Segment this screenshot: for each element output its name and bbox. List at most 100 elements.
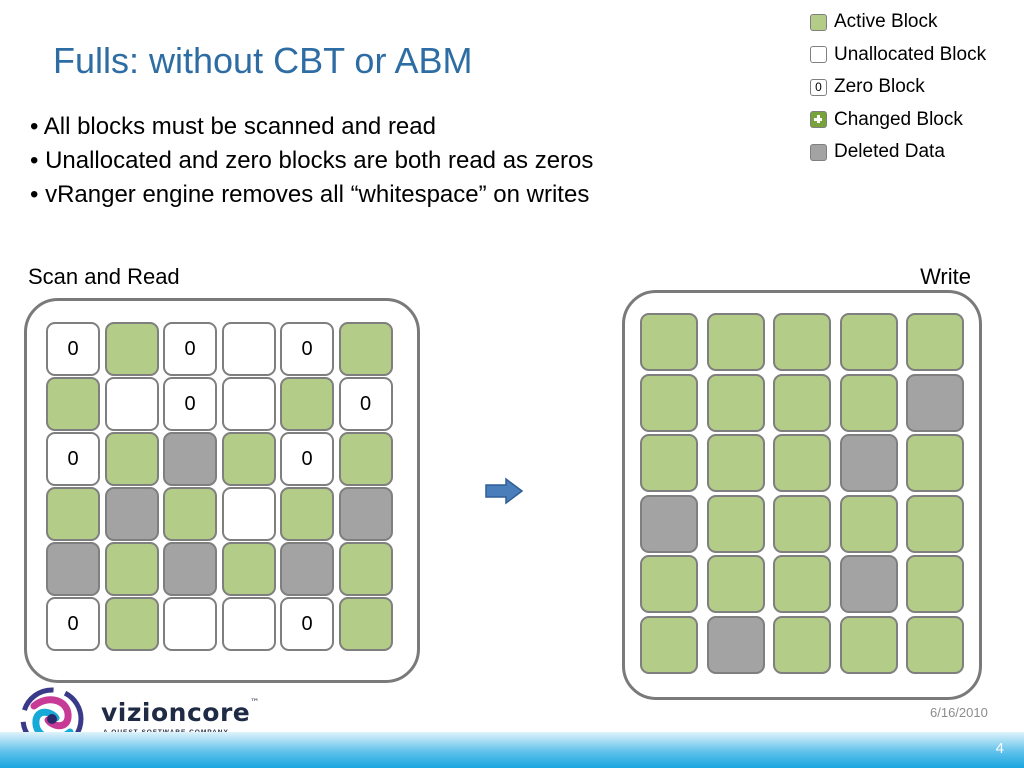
active-block bbox=[280, 377, 334, 431]
unallocated-block bbox=[221, 322, 276, 376]
deleted-block bbox=[280, 542, 334, 596]
active-block bbox=[706, 494, 765, 553]
active-block bbox=[906, 555, 964, 613]
company-name: vizioncore™ bbox=[101, 698, 260, 727]
zero-label: 0 bbox=[184, 392, 196, 415]
zero-label: 0 bbox=[184, 337, 196, 360]
active-block bbox=[706, 313, 765, 371]
zero-block: 0 bbox=[46, 597, 100, 651]
active-block bbox=[773, 615, 831, 674]
zero-label: 0 bbox=[301, 612, 313, 635]
deleted-block bbox=[906, 373, 964, 432]
write-panel bbox=[622, 290, 982, 700]
legend-label: Unallocated Block bbox=[834, 43, 987, 65]
footer-bar: 4 bbox=[0, 732, 1024, 768]
unallocated-block bbox=[104, 377, 159, 431]
active-block bbox=[906, 494, 964, 553]
active-block bbox=[906, 434, 964, 492]
zero-block: 0 bbox=[280, 597, 334, 651]
active-block bbox=[839, 494, 898, 553]
active-block bbox=[221, 542, 276, 596]
legend-item-active: Active Block bbox=[810, 6, 986, 39]
active-block bbox=[839, 313, 898, 371]
deleted-block bbox=[338, 487, 393, 541]
active-block bbox=[338, 322, 393, 376]
active-block bbox=[163, 487, 217, 541]
zero-block: 0 bbox=[280, 322, 334, 376]
active-block bbox=[773, 373, 831, 432]
active-block bbox=[640, 313, 698, 371]
active-block bbox=[640, 615, 698, 674]
zero-label: 0 bbox=[67, 447, 79, 470]
plus-icon bbox=[814, 117, 822, 121]
unallocated-block bbox=[221, 377, 276, 431]
active-block bbox=[104, 542, 159, 596]
active-block bbox=[906, 615, 964, 674]
deleted-block bbox=[163, 432, 217, 486]
deleted-block bbox=[839, 555, 898, 613]
zero-block: 0 bbox=[163, 322, 217, 376]
zero-block: 0 bbox=[163, 377, 217, 431]
active-block bbox=[640, 373, 698, 432]
active-block bbox=[221, 432, 276, 486]
active-block bbox=[706, 555, 765, 613]
legend-item-unallocated: Unallocated Block bbox=[810, 39, 986, 72]
zero-block: 0 bbox=[280, 432, 334, 486]
legend-label: Zero Block bbox=[834, 76, 925, 98]
deleted-block bbox=[46, 542, 100, 596]
active-block bbox=[773, 494, 831, 553]
active-block bbox=[104, 322, 159, 376]
bullet-item: • All blocks must be scanned and read bbox=[30, 113, 436, 140]
changed-block-swatch bbox=[810, 111, 827, 129]
active-block bbox=[773, 313, 831, 371]
active-block bbox=[839, 373, 898, 432]
zero-block-swatch: 0 bbox=[810, 78, 827, 96]
deleted-block bbox=[163, 542, 217, 596]
legend: Active Block Unallocated Block 0 Zero Bl… bbox=[810, 6, 986, 169]
legend-item-changed: Changed Block bbox=[810, 104, 986, 137]
legend-item-deleted: Deleted Data bbox=[810, 136, 986, 169]
active-block bbox=[338, 597, 393, 651]
slide-title: Fulls: without CBT or ABM bbox=[53, 40, 473, 81]
zero-label: 0 bbox=[67, 337, 79, 360]
active-block bbox=[46, 487, 100, 541]
active-block bbox=[906, 313, 964, 371]
deleted-block bbox=[839, 434, 898, 492]
active-block bbox=[104, 432, 159, 486]
active-block bbox=[839, 615, 898, 674]
zero-label: 0 bbox=[301, 447, 313, 470]
scan-read-panel: 0 0 0 0 0 0 0 0 0 bbox=[24, 298, 420, 683]
unallocated-block bbox=[221, 597, 276, 651]
zero-label: 0 bbox=[67, 612, 79, 635]
active-block bbox=[338, 432, 393, 486]
unallocated-block bbox=[221, 487, 276, 541]
active-block bbox=[280, 487, 334, 541]
zero-block: 0 bbox=[46, 432, 100, 486]
deleted-data-swatch bbox=[810, 143, 827, 161]
active-block bbox=[104, 597, 159, 651]
active-block bbox=[773, 555, 831, 613]
scan-read-label: Scan and Read bbox=[28, 264, 180, 289]
right-arrow-icon bbox=[485, 477, 524, 505]
bullet-list: • All blocks must be scanned and read • … bbox=[30, 110, 593, 212]
bullet-item: • vRanger engine removes all “whitespace… bbox=[30, 181, 590, 208]
zero-block: 0 bbox=[46, 322, 100, 376]
deleted-block bbox=[706, 615, 765, 674]
zero-label: 0 bbox=[359, 392, 372, 415]
active-block bbox=[706, 434, 765, 492]
active-block bbox=[640, 555, 698, 613]
write-label: Write bbox=[920, 264, 971, 289]
active-block bbox=[640, 434, 698, 492]
bullet-item: • Unallocated and zero blocks are both r… bbox=[30, 147, 594, 174]
zero-block: 0 bbox=[338, 377, 393, 431]
deleted-block bbox=[640, 494, 698, 553]
slide-date: 6/16/2010 bbox=[930, 705, 988, 720]
active-block bbox=[706, 373, 765, 432]
active-block-swatch bbox=[810, 13, 827, 31]
page-number: 4 bbox=[995, 740, 1004, 757]
legend-label: Changed Block bbox=[834, 108, 963, 130]
unallocated-block bbox=[163, 597, 217, 651]
unallocated-block-swatch bbox=[810, 46, 827, 64]
legend-label: Active Block bbox=[834, 11, 938, 33]
active-block bbox=[338, 542, 393, 596]
